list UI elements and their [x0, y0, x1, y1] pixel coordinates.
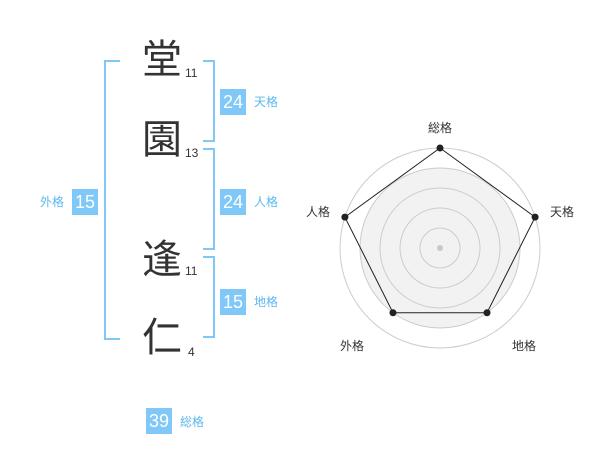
name-char-1: 堂 [142, 37, 182, 83]
radar-series-line [344, 147, 536, 314]
name-char-4: 仁 [142, 315, 182, 361]
name-char-3: 逢 [142, 237, 182, 283]
radar-ring-1 [419, 227, 461, 269]
stroke-count-3: 11 [185, 264, 198, 278]
chikaku-bracket [203, 256, 215, 338]
stroke-count-4: 4 [188, 345, 195, 359]
chikaku-label: 地格 [254, 295, 279, 309]
radar-axis-label-3: 地格 [512, 338, 536, 353]
soukaku-label: 総格 [180, 415, 205, 429]
stroke-count-2: 13 [185, 146, 199, 160]
radar-ring-3 [379, 187, 501, 309]
radar-axis-label-1: 総格 [428, 120, 452, 135]
radar-axis-label-2: 天格 [550, 204, 574, 219]
radar-point-1 [436, 144, 444, 152]
radar-ring-2 [399, 207, 481, 289]
radar-point-4 [389, 309, 397, 317]
stroke-count-1: 11 [185, 66, 198, 80]
radar-point-5 [341, 213, 349, 221]
tenkaku-bracket [203, 60, 215, 142]
jinkaku-label: 人格 [254, 195, 279, 209]
gaikaku-bracket [104, 60, 120, 340]
chikaku-value: 15 [220, 289, 247, 315]
radar-axis-label-5: 人格 [306, 204, 330, 219]
jinkaku-bracket [203, 148, 215, 250]
radar-center-dot [437, 245, 443, 251]
soukaku-value: 39 [146, 408, 173, 434]
gaikaku-value: 15 [72, 189, 99, 215]
gaikaku-label: 外格 [40, 195, 65, 209]
tenkaku-value: 24 [220, 89, 247, 115]
jinkaku-value: 24 [220, 189, 247, 215]
radar-point-2 [531, 213, 539, 221]
name-char-2: 園 [142, 117, 182, 163]
radar-axis-label-4: 外格 [340, 338, 364, 353]
radar-point-3 [483, 309, 491, 317]
tenkaku-label: 天格 [254, 95, 279, 109]
